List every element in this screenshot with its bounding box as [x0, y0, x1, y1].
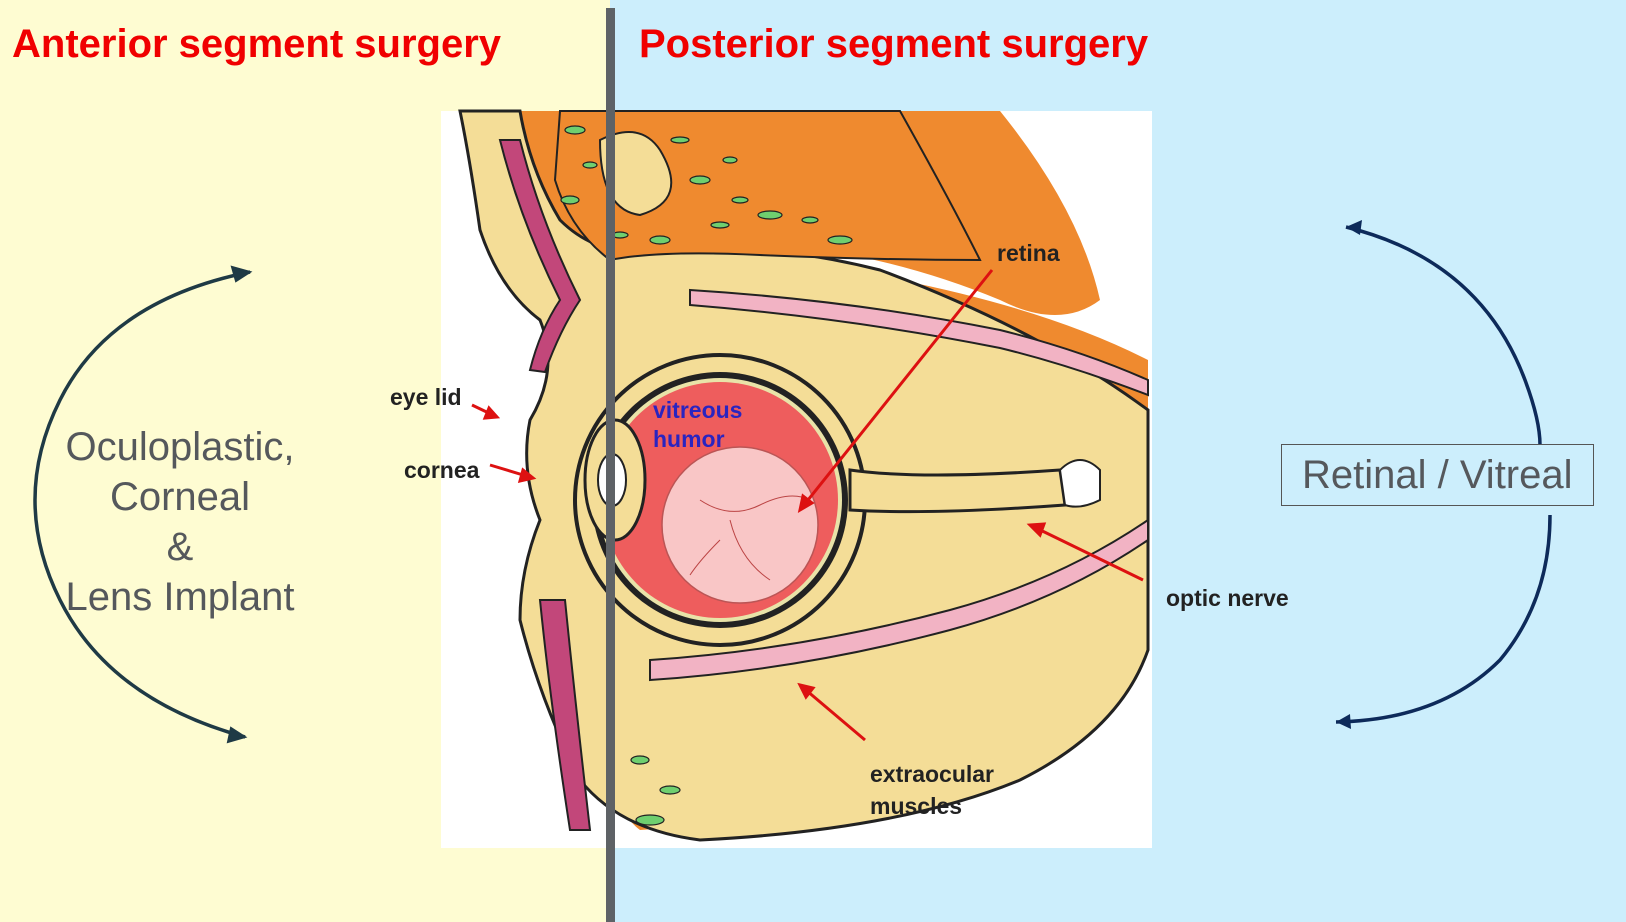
- label-extraocular-line2: muscles: [870, 790, 994, 822]
- anterior-heading: Anterior segment surgery: [12, 22, 501, 67]
- label-vitreous-humor: vitreous humor: [653, 396, 742, 454]
- posterior-heading: Posterior segment surgery: [639, 22, 1148, 67]
- label-optic-nerve: optic nerve: [1166, 585, 1289, 612]
- label-extraocular-muscles: extraocular muscles: [870, 758, 994, 822]
- specialty-lens-implant: Lens Implant: [40, 572, 320, 622]
- label-extraocular-line1: extraocular: [870, 758, 994, 790]
- label-cornea: cornea: [404, 457, 479, 484]
- label-retina: retina: [997, 240, 1060, 267]
- segment-divider: [606, 8, 615, 922]
- specialty-oculoplastic: Oculoplastic,: [40, 422, 320, 472]
- anterior-specialties: Oculoplastic, Corneal & Lens Implant: [40, 422, 320, 622]
- posterior-specialty-box: Retinal / Vitreal: [1281, 444, 1594, 506]
- specialty-ampersand: &: [40, 522, 320, 572]
- label-eye-lid: eye lid: [390, 384, 462, 411]
- label-vitreous-line1: vitreous: [653, 396, 742, 425]
- specialty-corneal: Corneal: [40, 472, 320, 522]
- label-vitreous-line2: humor: [653, 425, 742, 454]
